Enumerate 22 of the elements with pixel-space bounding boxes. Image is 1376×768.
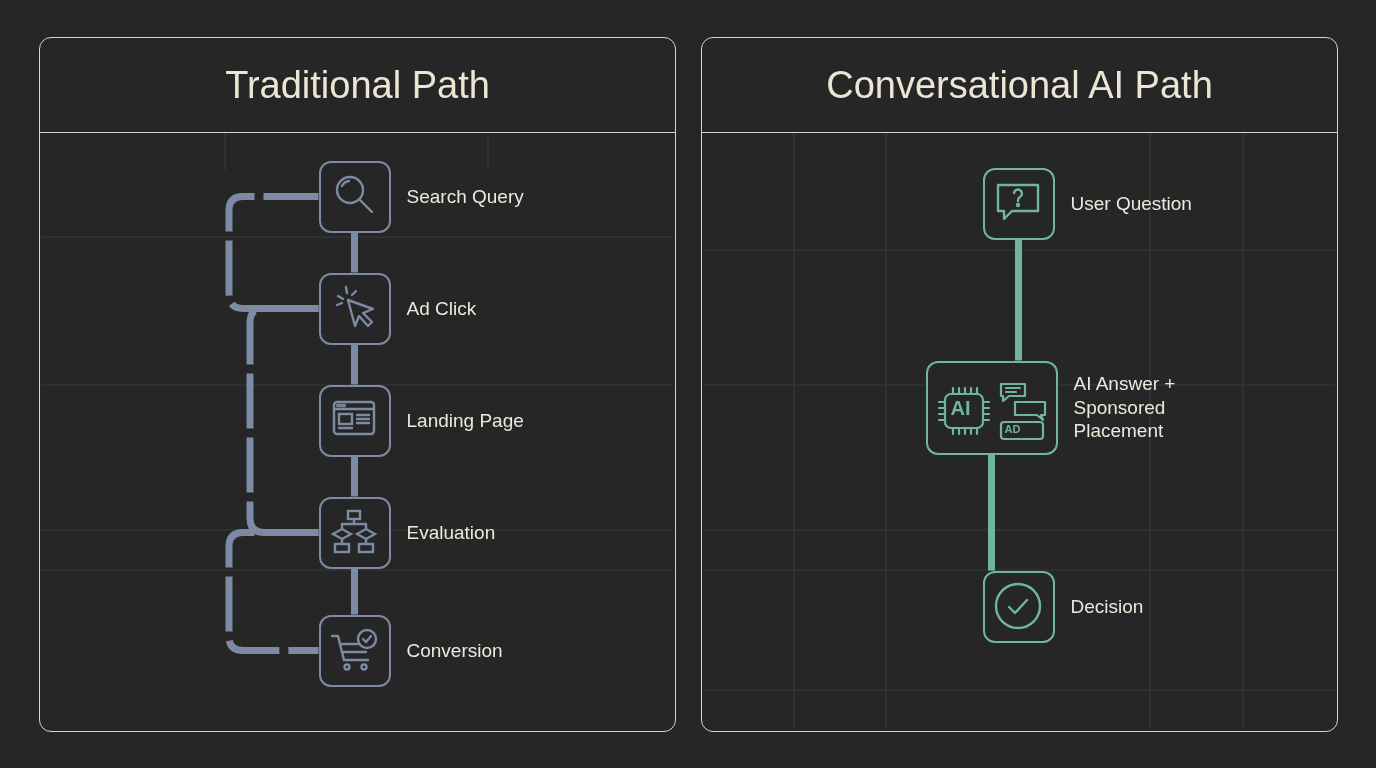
connector-line — [1015, 239, 1022, 361]
panel-title: Conversational AI Path — [826, 63, 1213, 107]
bracket-connector — [225, 193, 319, 312]
bracket-connector — [225, 529, 319, 654]
step-label: Ad Click — [406, 296, 477, 321]
step-label: Decision — [1070, 594, 1144, 619]
step-label: Landing Page — [406, 408, 524, 433]
connector-line — [351, 344, 358, 385]
panel — [39, 37, 676, 732]
connector-line — [988, 454, 995, 571]
step-label: Evaluation — [406, 520, 496, 545]
connector-line — [351, 568, 358, 615]
panel — [701, 37, 1338, 732]
connector-line — [351, 456, 358, 497]
step-label: Search Query — [406, 184, 524, 209]
bracket-connector — [246, 305, 319, 536]
step-label: Conversion — [406, 638, 503, 663]
step-label: AI Answer + Sponsored Placement — [1073, 371, 1177, 444]
chip-text: AI — [950, 396, 971, 420]
connector-line — [351, 232, 358, 273]
step-label: User Question — [1070, 191, 1192, 216]
panel-title: Traditional Path — [225, 63, 490, 107]
